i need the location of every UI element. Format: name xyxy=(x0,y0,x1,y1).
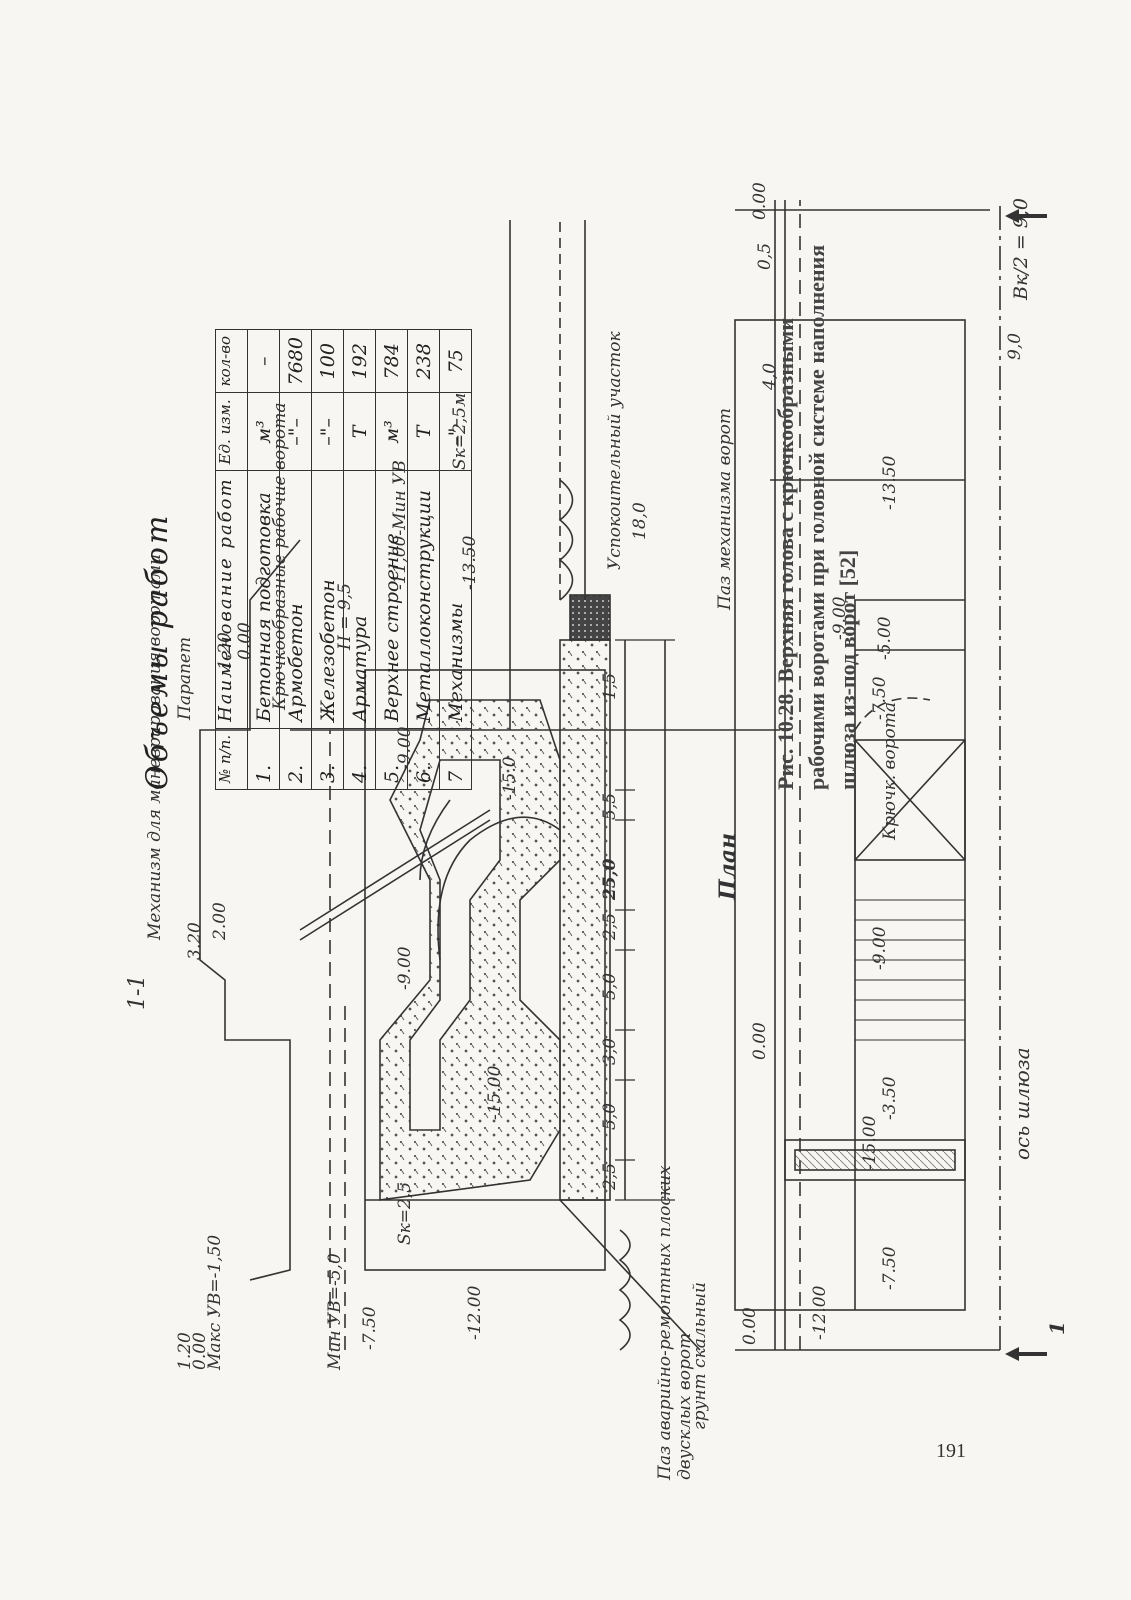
dim: 1,5 xyxy=(600,672,620,700)
elev: -7.50 xyxy=(870,676,890,720)
dim: 9,0 xyxy=(1005,332,1025,360)
cell-unit: –"– xyxy=(439,392,472,471)
label-total: 25,0 xyxy=(600,858,620,900)
label-min-uv: Мин УВ=-5,0 xyxy=(325,1253,345,1370)
elev: -9.00 xyxy=(395,946,415,990)
label-bk: Вк/2 = 9,0 xyxy=(1010,197,1032,300)
cell-name: Арматура xyxy=(343,470,376,729)
elev: -7.50 xyxy=(360,1306,380,1350)
table-header-row: № п/п. Наименование работ Ед. изм. кол-в… xyxy=(215,329,248,790)
cell-num: 3. xyxy=(311,728,344,790)
elev: -15.00 xyxy=(485,1065,505,1120)
label-hook-gate: Крючк. ворота xyxy=(880,701,900,840)
cell-num: 4. xyxy=(343,728,376,790)
label-stilling: Успокоительный участок xyxy=(605,331,625,570)
cell-qty: – xyxy=(247,329,280,393)
page-number: 191 xyxy=(936,1440,966,1462)
cell-unit: м³ xyxy=(247,392,280,471)
label-axis: ось шлюза xyxy=(1010,1047,1034,1160)
cell-qty: 192 xyxy=(343,329,376,393)
dim: 3,0 xyxy=(600,1037,620,1065)
elev: -5.00 xyxy=(875,616,895,660)
cell-num: 1. xyxy=(247,728,280,790)
cut-marker-label: 1 xyxy=(1045,1321,1069,1335)
cell-name: Металлоконструкции xyxy=(407,470,440,729)
cell-qty: 100 xyxy=(311,329,344,393)
figure-caption: Рис. 10.28. Верхняя голова с крючкообраз… xyxy=(773,244,860,790)
cell-qty: 7680 xyxy=(279,329,312,393)
volumes-title: Объемы работ xyxy=(140,512,175,790)
label-parapet: Парапет xyxy=(175,636,195,720)
elev: 0.00 xyxy=(750,182,770,220)
elev: -3.50 xyxy=(880,1076,900,1120)
cell-name: Бетонная подготовка xyxy=(247,470,280,729)
cell-name: Верхнее строение xyxy=(375,470,408,729)
dim: 2,5 xyxy=(600,912,620,940)
elev: 3.20 xyxy=(185,922,205,960)
table-row: 3.Железобетон–"–100 xyxy=(311,329,344,790)
elev: 0.00 xyxy=(750,1022,770,1060)
elev: -7.50 xyxy=(880,1246,900,1290)
col-qty: кол-во xyxy=(215,329,248,393)
cell-qty: 75 xyxy=(439,329,472,393)
cell-num: 5. xyxy=(375,728,408,790)
cell-qty: 238 xyxy=(407,329,440,393)
label-mech-slot: Паз механизма ворот xyxy=(715,408,735,610)
elev: -15.00 xyxy=(860,1115,880,1170)
cell-unit: Т xyxy=(343,392,376,471)
col-num: № п/п. xyxy=(215,728,248,790)
elev: 2.00 xyxy=(210,902,230,940)
elev: -13.50 xyxy=(880,455,900,510)
elev: -9.00 xyxy=(870,926,890,970)
dim: 2,5 xyxy=(600,1162,620,1190)
cell-name: Механизмы xyxy=(439,470,472,729)
cell-num: 6. xyxy=(407,728,440,790)
volumes-table: № п/п. Наименование работ Ед. изм. кол-в… xyxy=(215,329,472,790)
label-stilling-len: 18,0 xyxy=(630,502,650,540)
cell-num: 7 xyxy=(439,728,472,790)
dim: 5,0 xyxy=(600,972,620,1000)
cell-unit: Т xyxy=(407,392,440,471)
elev: 0.00 xyxy=(190,1332,210,1370)
table-row: 2.Армобетон–"–7680 xyxy=(279,329,312,790)
label-slot: Паз аварийно-ремонтных плоских двусклых … xyxy=(655,1165,695,1480)
cell-name: Железобетон xyxy=(311,470,344,729)
elev: -15.0 xyxy=(500,756,520,800)
plan-title: План xyxy=(715,832,741,900)
cell-name: Армобетон xyxy=(279,470,312,729)
cell-unit: м³ xyxy=(375,392,408,471)
label-sk-left: Sк=2,5 xyxy=(395,1181,415,1245)
cell-qty: 784 xyxy=(375,329,408,393)
col-name: Наименование работ xyxy=(215,470,248,729)
cell-unit: –"– xyxy=(311,392,344,471)
col-unit: Ед. изм. xyxy=(215,392,248,471)
elev: 0.00 xyxy=(740,1307,760,1345)
dim: 5,0 xyxy=(600,1102,620,1130)
elev: -12.00 xyxy=(810,1285,830,1340)
dim: 5,5 xyxy=(600,792,620,820)
cell-num: 2. xyxy=(279,728,312,790)
elev: -12.00 xyxy=(465,1285,485,1340)
cell-unit: –"– xyxy=(279,392,312,471)
section-title: 1-1 xyxy=(125,974,150,1010)
